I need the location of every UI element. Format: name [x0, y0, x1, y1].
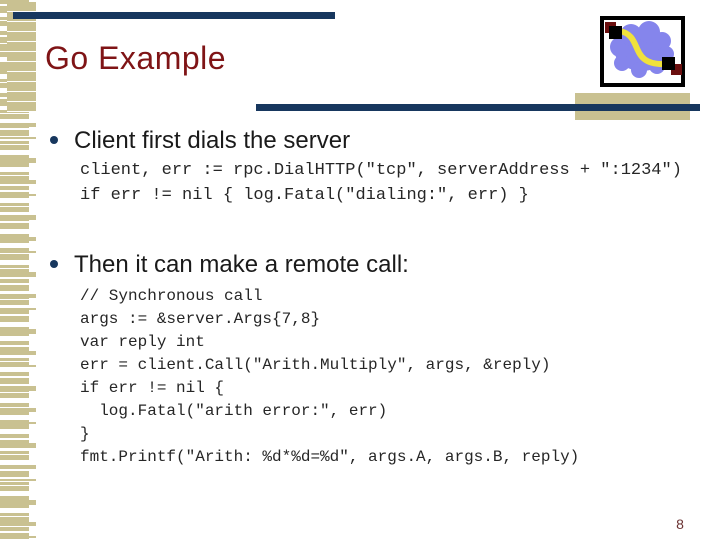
top-left-tie-knot-decoration — [7, 2, 36, 112]
code-block-call: // Synchronous call args := &server.Args… — [80, 285, 579, 469]
network-cloud-icon — [600, 16, 685, 87]
bullet-dot-icon — [50, 136, 58, 144]
bullet-item-dials-server: Client first dials the server — [44, 127, 350, 154]
network-cloud-svg — [600, 16, 685, 87]
endpoint-black-top — [609, 26, 622, 39]
code-block-dial: client, err := rpc.DialHTTP("tcp", serve… — [80, 158, 682, 208]
code-line: if err != nil { — [80, 379, 225, 397]
slide-title: Go Example — [45, 40, 227, 76]
bullet-item-remote-call: Then it can make a remote call: — [44, 251, 409, 278]
code-line: log.Fatal("arith error:", err) — [80, 402, 388, 420]
code-line: err = client.Call("Arith.Multiply", args… — [80, 356, 551, 374]
link-line — [617, 28, 669, 68]
code-line: var reply int — [80, 333, 205, 351]
code-line: } — [80, 425, 90, 443]
top-navy-bar — [13, 12, 335, 19]
page-number: 8 — [676, 516, 684, 532]
code-line: fmt.Printf("Arith: %d*%d=%d", args.A, ar… — [80, 448, 580, 466]
bullet-label: Then it can make a remote call: — [74, 251, 409, 278]
endpoint-maroon-bottom — [671, 64, 682, 75]
code-line: args := &server.Args{7,8} — [80, 310, 321, 328]
bullet-label: Client first dials the server — [74, 127, 351, 154]
endpoint-black-bottom — [662, 57, 675, 70]
code-line: client, err := rpc.DialHTTP("tcp", serve… — [80, 161, 682, 180]
bullet-dot-icon — [50, 260, 58, 268]
code-line: // Synchronous call — [80, 287, 263, 305]
header-navy-bar — [256, 104, 700, 111]
code-line: if err != nil { log.Fatal("dialing:", er… — [80, 186, 529, 205]
